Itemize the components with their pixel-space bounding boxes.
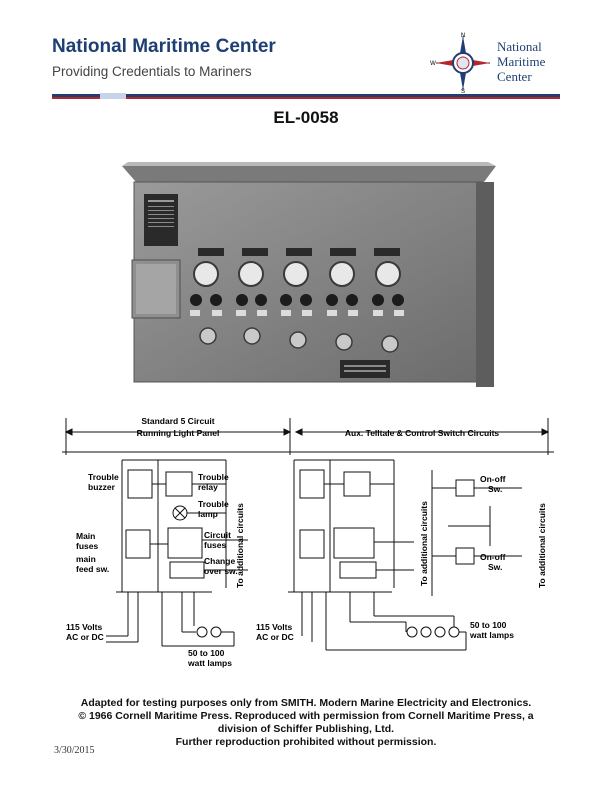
label-on-off-sw-1b: Sw. [488, 484, 502, 494]
logo-n-letter: N [461, 33, 465, 39]
label-supply-right-2: AC or DC [256, 632, 294, 642]
label-trouble-buzzer-2: buzzer [88, 482, 116, 492]
label-trouble-buzzer-1: Trouble [88, 472, 119, 482]
org-subtitle: Providing Credentials to Mariners [52, 64, 252, 79]
credit-line-3: division of Schiffer Publishing, Ltd. [217, 723, 395, 735]
left-section-title-line1: Standard 5 Circuit [141, 416, 214, 426]
credit-line-2: © 1966 Cornell Maritime Press. Reproduce… [78, 710, 534, 722]
logo-s-letter: S [461, 89, 465, 94]
label-circuit-fuses-1: Circuit [204, 530, 231, 540]
label-on-off-sw-2a: On-off [480, 552, 506, 562]
label-supply-right-1: 115 Volts [256, 622, 292, 632]
credit-line-1: Adapted for testing purposes only from S… [80, 697, 532, 709]
logo-wordmark: National Maritime Center [497, 39, 546, 84]
running-light-panel-photo [122, 162, 496, 387]
label-main-fuses-1: Main [76, 531, 95, 541]
org-title: National Maritime Center [52, 36, 276, 57]
label-on-off-sw-2b: Sw. [488, 562, 502, 572]
label-supply-left-1: 115 Volts [66, 622, 102, 632]
label-to-additional-circuits-3: To additional circuits [537, 503, 547, 588]
left-section-title-line2: Running Light Panel [137, 428, 220, 438]
wiring-diagram: Standard 5 Circuit Running Light Panel A… [62, 416, 554, 668]
label-on-off-sw-1a: On-off [480, 474, 506, 484]
logo-w-letter: W [430, 61, 436, 67]
label-main-feed-sw-1: main [76, 554, 96, 564]
label-trouble-lamp-2: lamp [198, 509, 218, 519]
label-lamps-left-2: watt lamps [187, 658, 232, 668]
header-rule-blue [52, 94, 560, 97]
label-trouble-relay-1: Trouble [198, 472, 229, 482]
label-main-fuses-2: fuses [76, 541, 98, 551]
header-rule-red [52, 97, 560, 99]
label-lamps-left-1: 50 to 100 [188, 648, 225, 658]
label-circuit-fuses-2: fuses [204, 540, 226, 550]
label-to-additional-circuits-2: To additional circuits [419, 501, 429, 586]
label-change-over-sw-2: over sw. [204, 566, 238, 576]
label-trouble-relay-2: relay [198, 482, 218, 492]
label-lamps-right-1: 50 to 100 [470, 620, 507, 630]
label-supply-left-2: AC or DC [66, 632, 104, 642]
header-rule-accent [100, 93, 126, 99]
label-main-feed-sw-2: feed sw. [76, 564, 109, 574]
label-lamps-right-2: watt lamps [469, 630, 514, 640]
right-section-title: Aux. Telltale & Control Switch Circuits [345, 428, 500, 438]
document-date: 3/30/2015 [54, 745, 95, 756]
label-change-over-sw-1: Change [204, 556, 235, 566]
document-code: EL-0058 [273, 108, 339, 127]
label-trouble-lamp-1: Trouble [198, 499, 229, 509]
credit-block: Adapted for testing purposes only from S… [40, 697, 572, 749]
label-to-additional-circuits-1: To additional circuits [235, 503, 245, 588]
credit-line-4: Further reproduction prohibited without … [175, 736, 437, 748]
compass-logo-icon: N W S [430, 33, 490, 94]
